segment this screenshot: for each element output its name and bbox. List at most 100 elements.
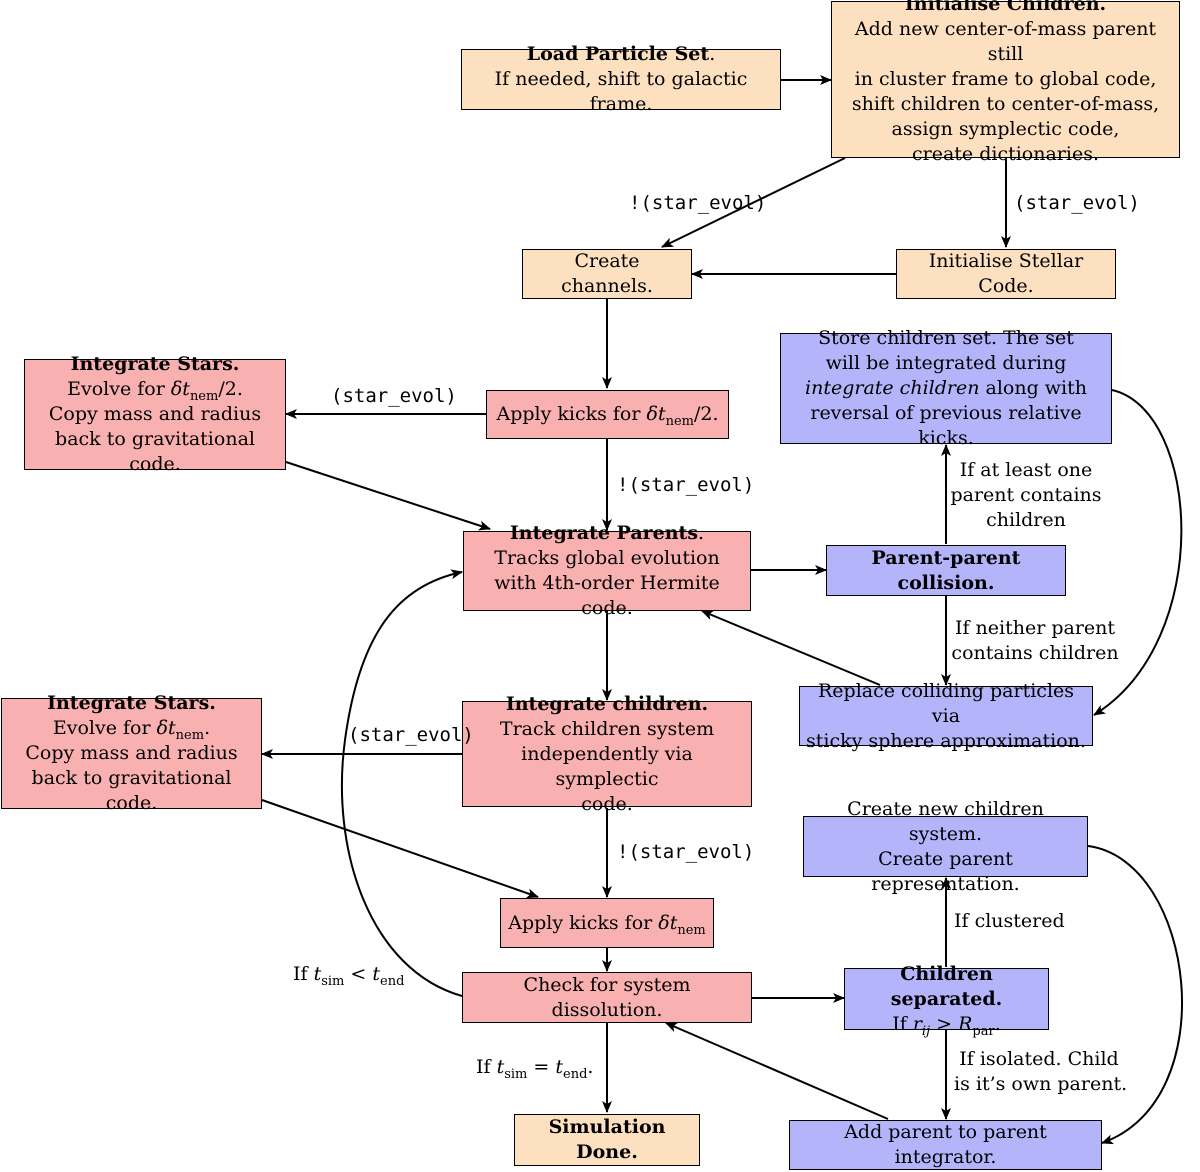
label-end-condition: If tsim = tend.	[476, 1056, 594, 1082]
node-line: If	[892, 1012, 913, 1035]
node-line: Store children set. The set	[818, 327, 1074, 349]
node-title: Initialise Children.	[904, 0, 1107, 15]
label-line: If neither parent	[954, 617, 1116, 639]
label-line: parent contains	[950, 484, 1102, 506]
label-text: If	[476, 1056, 497, 1078]
node-apply-kicks-half: Apply kicks for δtnem/2.	[486, 390, 729, 439]
label-text: If	[293, 963, 314, 985]
node-line: along with	[979, 377, 1087, 399]
label-line: is it’s own parent.	[954, 1073, 1128, 1095]
node-title: Load Particle Set	[526, 43, 710, 65]
node-line: will be integrated during	[825, 352, 1067, 374]
node-text: Check for system dissolution.	[523, 973, 691, 1021]
node-parent-parent-collision: Parent-parent collision.	[826, 545, 1066, 596]
node-line: with 4th-order Hermite code.	[494, 572, 720, 619]
node-text: Add parent to parent integrator.	[844, 1121, 1047, 1168]
subscript: nem	[665, 413, 694, 429]
label-at-least-one: If at least one parent contains children	[946, 458, 1106, 533]
subscript: nem	[677, 922, 706, 938]
node-line: Track children system	[499, 717, 715, 740]
node-replace-colliding: Replace colliding particles via sticky s…	[799, 680, 1093, 752]
node-check-dissolution: Check for system dissolution.	[462, 972, 752, 1023]
node-line: /2.	[218, 378, 243, 400]
subscript: end	[563, 1066, 588, 1082]
subscript: ij	[921, 1023, 931, 1039]
subscript: end	[380, 973, 405, 989]
label-star-evol-init: (star_evol)	[1014, 192, 1140, 214]
node-integrate-stars-full: Integrate Stars. Evolve for δtnem. Copy …	[1, 692, 262, 814]
node-initialise-stellar-code: Initialise Stellar Code.	[896, 249, 1116, 299]
label-not-star-evol-children: !(star_evol)	[617, 841, 755, 863]
node-line: independently via symplectic	[521, 742, 693, 790]
node-children-separated: Children separated. If rij > Rpar.	[844, 963, 1049, 1037]
node-text: Create channels.	[561, 250, 653, 297]
node-text: Apply kicks for	[508, 911, 659, 934]
node-line: Replace colliding particles via	[817, 679, 1075, 727]
node-line: Create new children system.	[847, 797, 1044, 845]
node-title: Simulation Done.	[548, 1116, 666, 1163]
node-line: Create parent representation.	[871, 847, 1020, 895]
edge-replace-parents	[701, 610, 881, 686]
label-if-isolated: If isolated. Child is it’s own parent.	[954, 1047, 1128, 1097]
node-line: Tracks global evolution	[494, 547, 720, 569]
node-line: Copy mass and radius	[48, 403, 262, 425]
label-not-star-evol-kicks1: !(star_evol)	[617, 474, 755, 496]
node-line: reversal of previous relative kicks.	[810, 402, 1082, 449]
node-line: sticky sphere approximation.	[806, 729, 1086, 752]
node-apply-kicks-full: Apply kicks for δtnem	[500, 898, 714, 948]
math-var: r	[912, 1012, 922, 1035]
node-line: code.	[581, 792, 633, 815]
node-title: Parent-parent collision.	[871, 546, 1021, 594]
node-text: /2.	[693, 403, 719, 425]
node-line: create dictionaries.	[911, 143, 1099, 165]
node-line: Add new center-of-mass parent still	[854, 18, 1157, 65]
subscript: nem	[189, 388, 219, 404]
node-add-parent: Add parent to parent integrator.	[789, 1120, 1102, 1170]
subscript: sim	[504, 1066, 528, 1082]
node-text: Initialise Stellar Code.	[928, 250, 1084, 297]
label-text: .	[587, 1056, 594, 1078]
node-create-children-system: Create new children system. Create paren…	[803, 798, 1088, 895]
label-line: contains children	[951, 642, 1119, 664]
label-line: If at least one	[959, 459, 1093, 481]
math-op: <	[344, 963, 373, 985]
node-title: Integrate Stars.	[47, 692, 216, 714]
edge-stars2-kicks2	[261, 799, 539, 899]
node-line: Copy mass and radius	[25, 742, 238, 764]
node-title: Children separated.	[890, 962, 1003, 1010]
label-if-clustered: If clustered	[954, 910, 1065, 932]
node-title: Integrate Parents	[509, 522, 699, 544]
edge-newsys-addparent	[1087, 845, 1184, 1145]
node-integrate-parents: Integrate Parents. Tracks global evoluti…	[463, 522, 751, 619]
node-line: .	[204, 717, 211, 739]
label-star-evol-children: (star_evol)	[348, 724, 474, 746]
label-star-evol-kicks1: (star_evol)	[331, 385, 457, 407]
node-load-particle-set: Load Particle Set. If needed, shift to g…	[461, 43, 781, 115]
node-text: Apply kicks for	[496, 403, 647, 425]
label-line: children	[986, 509, 1066, 531]
edge-init-channels	[661, 157, 846, 248]
label-loop-condition: If tsim < tend	[293, 963, 405, 989]
node-line: If needed, shift to galactic frame.	[494, 68, 748, 115]
node-title: Integrate children.	[505, 692, 709, 715]
label-line: If isolated. Child	[959, 1048, 1119, 1070]
node-line: in cluster frame to global code,	[854, 68, 1157, 90]
subscript: par	[972, 1023, 995, 1039]
edge-stars1-parents	[285, 461, 491, 531]
node-line: Evolve for	[52, 717, 157, 739]
node-create-channels: Create channels.	[522, 249, 692, 299]
edge-addparent-dissolve	[665, 1022, 889, 1120]
node-integrate-children: Integrate children. Track children syste…	[462, 693, 752, 815]
math-op: >	[930, 1012, 959, 1035]
edge-store-replace	[1093, 389, 1183, 716]
edge-dissolve-parents	[340, 569, 463, 997]
node-line: Evolve for	[67, 378, 171, 400]
node-initialise-children: Initialise Children. Add new center-of-m…	[831, 0, 1180, 165]
node-line: shift children to center-of-mass,	[851, 93, 1160, 115]
subscript: nem	[175, 727, 205, 743]
node-title: Integrate Stars.	[70, 353, 240, 375]
node-line: assign symplectic code,	[891, 118, 1120, 140]
node-integrate-stars-half: Integrate Stars. Evolve for δtnem/2. Cop…	[24, 353, 286, 475]
math-var: R	[958, 1012, 973, 1035]
